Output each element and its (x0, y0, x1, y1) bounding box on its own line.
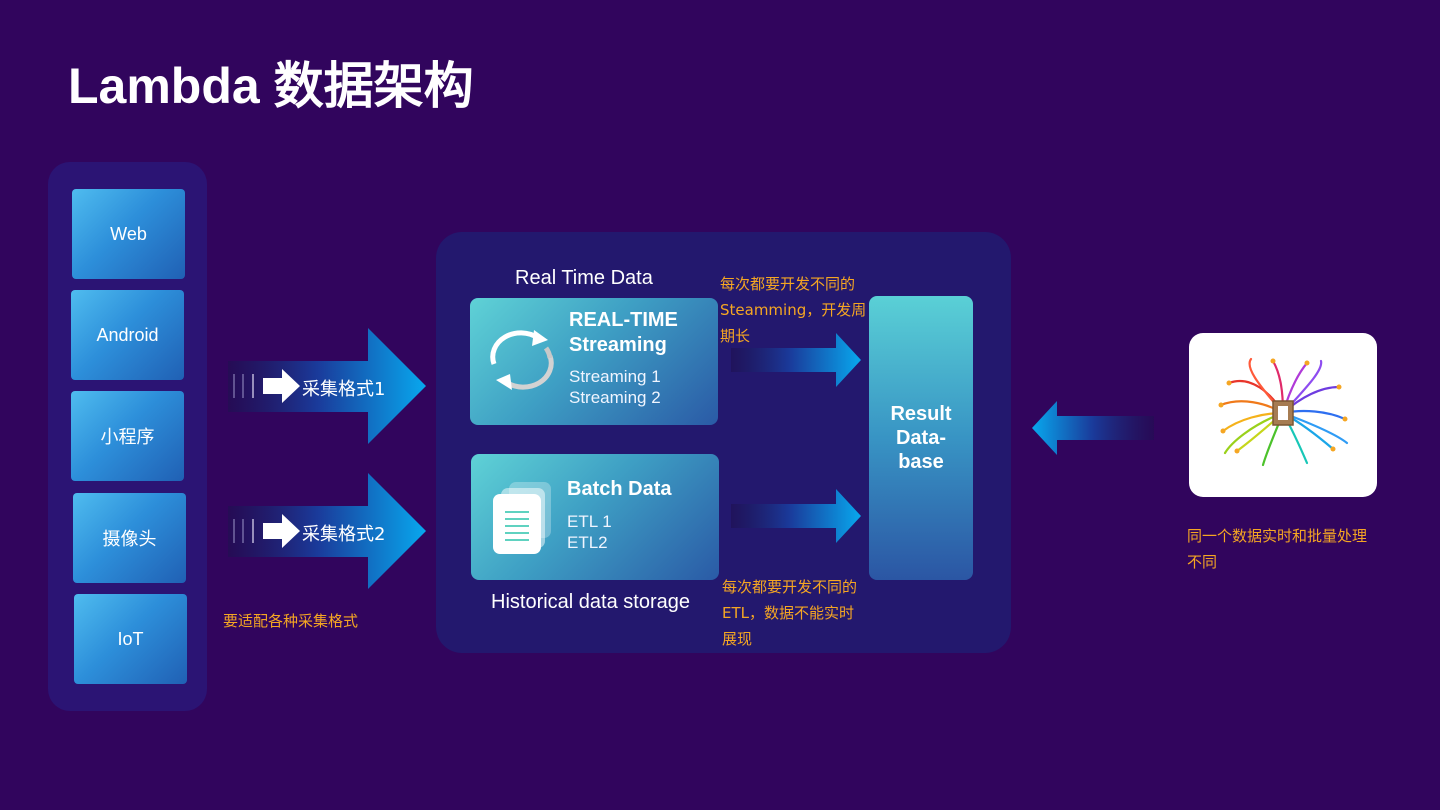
source-camera: 摄像头 (73, 493, 186, 583)
realtime-note: 每次都要开发不同的 Steamming，开发周 期长 (720, 271, 866, 349)
ingest-note: 要适配各种采集格式 (223, 612, 359, 630)
batch-data-card: Batch Data ETL 1 ETL2 (471, 454, 719, 580)
document-stack-icon (493, 482, 551, 554)
source-web: Web (72, 189, 185, 279)
ingest-arrow-1 (228, 328, 426, 444)
batch-note-line-1: 每次都要开发不同的 (722, 578, 858, 596)
realtime-streaming-card: REAL-TIME Streaming Streaming 1 Streamin… (470, 298, 718, 425)
consumer-note: 同一个数据实时和批量处理 不同 (1187, 523, 1367, 575)
realtime-to-result-arrow (731, 333, 861, 387)
batch-note-line-2: ETL，数据不能实时 (722, 604, 854, 622)
batch-note: 每次都要开发不同的 ETL，数据不能实时 展现 (722, 574, 857, 652)
source-android: Android (71, 290, 184, 380)
batch-to-result-arrow (731, 489, 861, 543)
streaming-item-1: Streaming 1 (569, 367, 661, 386)
brain-circuit-icon (1218, 357, 1349, 467)
realtime-section-label: Real Time Data (515, 267, 653, 289)
streaming-item-2: Streaming 2 (569, 388, 661, 407)
etl-item-1: ETL 1 (567, 512, 612, 531)
source-iot: IoT (74, 594, 187, 684)
consumer-note-line-1: 同一个数据实时和批量处理 (1187, 527, 1368, 545)
page-title: Lambda 数据架构 (68, 58, 474, 114)
ingest-arrow-2-label: 采集格式2 (302, 524, 386, 545)
realtime-title-line2: Streaming (569, 334, 667, 356)
batch-title: Batch Data (567, 478, 672, 500)
result-database: Result Data- base (869, 296, 973, 580)
consumer-arrow (1032, 401, 1154, 455)
refresh-icon (490, 330, 554, 390)
brain-image-card (1189, 333, 1377, 497)
realtime-title-line1: REAL-TIME (569, 309, 678, 331)
ingest-arrow-2 (228, 473, 426, 589)
batch-section-label: Historical data storage (491, 591, 690, 613)
realtime-note-line-1: 每次都要开发不同的 (720, 275, 856, 293)
realtime-note-line-3: 期长 (720, 327, 751, 345)
batch-note-line-3: 展现 (722, 630, 753, 648)
ingest-arrow-1-label: 采集格式1 (302, 379, 386, 400)
consumer-note-line-2: 不同 (1187, 553, 1218, 571)
etl-item-2: ETL2 (567, 533, 608, 552)
realtime-note-line-2: Steamming，开发周 (720, 301, 867, 319)
source-mini-program: 小程序 (71, 391, 184, 481)
